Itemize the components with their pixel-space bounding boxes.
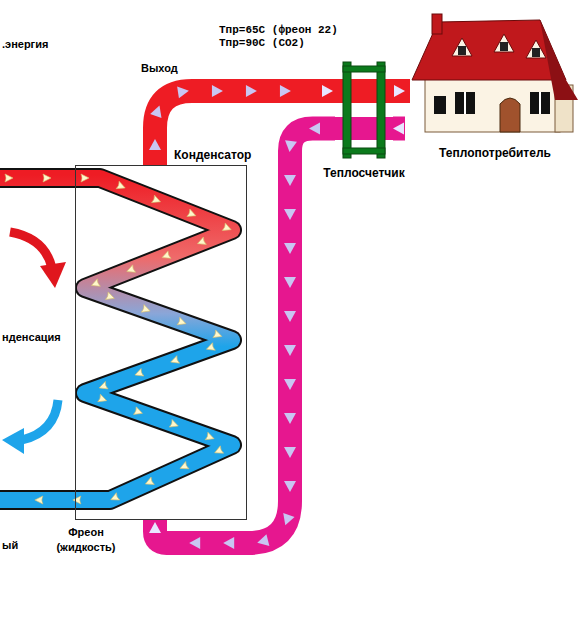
- diagram-label: ый: [2, 539, 18, 552]
- condensation-arrow-blue: [22, 400, 58, 440]
- pipe: [155, 129, 335, 544]
- flow-arrowhead: [322, 85, 333, 97]
- flow-chevron: [222, 223, 232, 233]
- flow-chevron: [109, 493, 120, 504]
- meter-bar: [343, 148, 385, 154]
- flow-arrowhead: [284, 345, 296, 356]
- flow-chevron: [213, 330, 223, 340]
- flow-arrowhead: [284, 209, 296, 220]
- return-pipe-in-meter: [330, 117, 400, 140]
- flow-arrowhead: [189, 537, 200, 549]
- flow-chevron: [125, 265, 135, 275]
- flow-arrowhead: [284, 481, 296, 492]
- flow-arrowhead: [284, 311, 296, 322]
- flow-chevron: [5, 174, 13, 182]
- flow-arrowhead: [223, 537, 234, 549]
- flow-chevron: [43, 174, 51, 182]
- flow-arrowhead: [284, 277, 296, 288]
- flow-arrowhead: [284, 175, 296, 186]
- meter-bar: [377, 62, 385, 158]
- house-drawing: [412, 14, 578, 132]
- flow-chevron: [205, 343, 215, 353]
- flow-chevron: [213, 446, 224, 457]
- flow-chevron: [178, 461, 189, 472]
- pipe-connector: [393, 85, 405, 97]
- flow-arrowhead: [394, 85, 405, 97]
- hot-pipe-in-meter: [330, 79, 410, 103]
- flow-chevron: [196, 237, 206, 247]
- flow-chevron: [98, 394, 108, 404]
- flow-chevron: [81, 174, 89, 182]
- flow-chevron: [35, 496, 43, 504]
- flow-arrowhead: [284, 140, 297, 153]
- flow-chevron: [105, 292, 115, 302]
- freon-pipe-outline: [0, 178, 232, 500]
- flow-chevron: [144, 477, 155, 488]
- diagram-label: нденсация: [2, 331, 61, 344]
- flow-chevron: [152, 195, 162, 205]
- pipe: [393, 117, 405, 141]
- diagram-label: Тпр=65С (фреон 22): [219, 24, 338, 37]
- flow-chevron: [205, 432, 215, 442]
- flow-arrowhead: [212, 85, 223, 97]
- pipe-connector: [149, 123, 335, 550]
- flow-arrowhead: [284, 243, 296, 254]
- flow-arrowhead: [284, 413, 296, 424]
- flow-arrowhead: [177, 85, 190, 99]
- flow-arrowhead: [149, 522, 161, 533]
- flow-chevron: [169, 356, 179, 366]
- meter-bar: [343, 66, 385, 72]
- condensation-arrowhead-blue: [2, 428, 24, 454]
- node-label: Теплосчетчик: [305, 167, 423, 180]
- flow-arrowhead: [256, 534, 270, 548]
- heat-consumer: Теплопотребитель: [405, 12, 585, 162]
- flow-arrowhead: [280, 513, 295, 527]
- flow-arrowhead: [280, 85, 291, 97]
- flow-arrowhead: [284, 379, 296, 390]
- condensation-arrow-red: [10, 232, 52, 268]
- flow-chevron: [134, 369, 144, 379]
- flow-chevron: [98, 381, 108, 391]
- diagram-label: .энергия: [2, 38, 48, 51]
- flow-arrowhead: [149, 139, 161, 150]
- pipe: [393, 79, 405, 103]
- flow-chevron: [134, 407, 144, 417]
- flow-chevron: [90, 279, 100, 289]
- flow-chevron: [187, 209, 197, 219]
- flow-chevron: [169, 420, 179, 430]
- condensation-arrowhead-red: [40, 262, 66, 288]
- flow-chevron: [116, 181, 126, 191]
- node-label: Конденсатор: [174, 149, 251, 162]
- node-label: Теплопотребитель: [405, 147, 585, 160]
- flow-arrowhead: [284, 447, 296, 458]
- flow-chevron: [177, 317, 187, 327]
- flow-arrowhead: [393, 123, 404, 135]
- diagram-label: Тпр=90С (CO2): [219, 37, 305, 50]
- diagram-label: Выход: [141, 62, 178, 75]
- flow-arrowhead: [150, 104, 165, 118]
- flow-chevron: [141, 305, 151, 315]
- pipe-connector: [393, 123, 405, 135]
- meter-bar: [343, 62, 351, 158]
- heat-meter: Теплосчетчик: [335, 60, 393, 160]
- meter-symbol: [335, 60, 393, 160]
- flow-arrowhead: [246, 85, 257, 97]
- freon-pipe: [0, 178, 232, 500]
- flow-arrowhead: [309, 123, 320, 135]
- diagram-label: Фреон (жидкость): [46, 525, 126, 555]
- flow-chevron: [161, 251, 171, 261]
- condenser-box: Конденсатор: [75, 165, 247, 520]
